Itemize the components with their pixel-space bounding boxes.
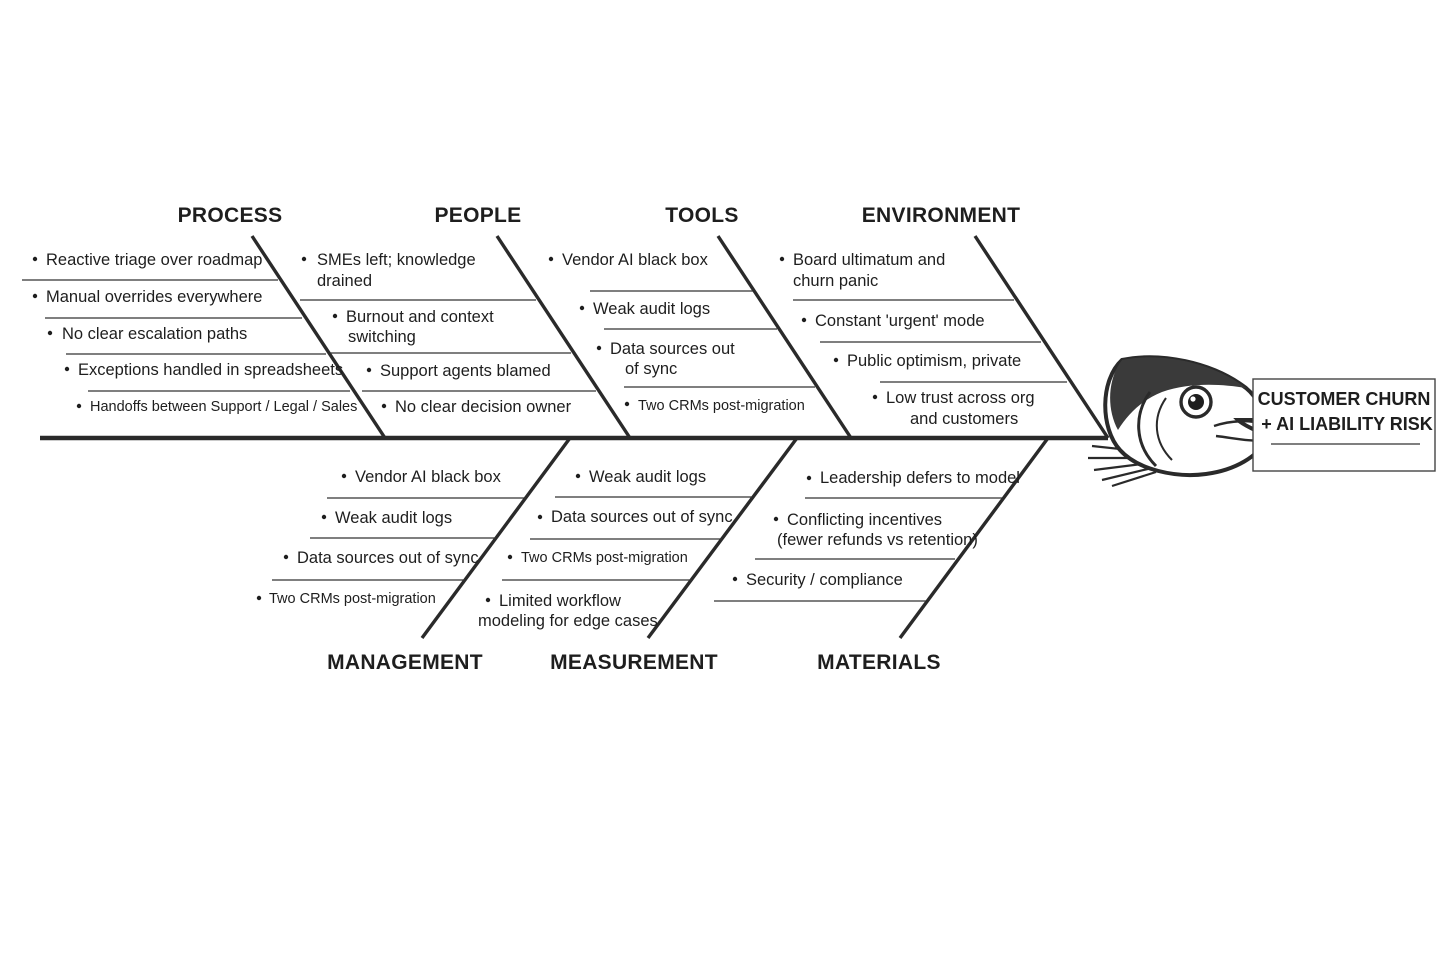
- svg-text:Two CRMs post-migration: Two CRMs post-migration: [638, 398, 805, 414]
- svg-text:modeling for edge cases: modeling for edge cases: [478, 612, 658, 630]
- svg-text:Manual overrides everywhere: Manual overrides everywhere: [46, 288, 262, 306]
- category-label-people: PEOPLE: [435, 204, 522, 227]
- svg-text:Board ultimatum and: Board ultimatum and: [793, 251, 945, 269]
- svg-text:churn panic: churn panic: [793, 272, 878, 290]
- cause-management-2: Weak audit logs: [322, 509, 452, 527]
- svg-text:Security / compliance: Security / compliance: [746, 571, 903, 589]
- cause-management-3: Data sources out of sync: [284, 549, 479, 567]
- svg-text:of sync: of sync: [625, 360, 677, 378]
- cause-process-4: Exceptions handled in spreadsheets: [65, 361, 343, 379]
- cause-tools-4: Two CRMs post-migration: [625, 398, 805, 414]
- category-label-materials: MATERIALS: [817, 651, 941, 674]
- cause-measurement-4: Limited workflow modeling for edge cases: [478, 592, 658, 630]
- cause-tools-1: Vendor AI black box: [549, 251, 709, 269]
- cause-environment-2: Constant 'urgent' mode: [802, 312, 985, 330]
- effect-line-2: + AI LIABILITY RISK: [1261, 414, 1433, 434]
- svg-text:Low trust across org: Low trust across org: [886, 389, 1035, 407]
- cause-process-1: Reactive triage over roadmap: [33, 251, 263, 269]
- cause-people-2: Burnout and context switching: [333, 308, 494, 346]
- cause-environment-1: Board ultimatum and churn panic: [780, 251, 945, 290]
- cause-environment-4: Low trust across org and customers: [873, 389, 1035, 428]
- svg-text:Weak audit logs: Weak audit logs: [589, 468, 706, 486]
- svg-text:Support agents blamed: Support agents blamed: [380, 362, 551, 380]
- svg-text:Data sources out of sync: Data sources out of sync: [297, 549, 479, 567]
- svg-text:No clear decision owner: No clear decision owner: [395, 398, 572, 416]
- svg-text:Data sources out: Data sources out: [610, 340, 735, 358]
- cause-measurement-3: Two CRMs post-migration: [508, 550, 688, 566]
- svg-text:Two CRMs post-migration: Two CRMs post-migration: [269, 591, 436, 607]
- svg-text:(fewer refunds vs retention): (fewer refunds vs retention): [777, 531, 978, 549]
- svg-text:No clear escalation paths: No clear escalation paths: [62, 325, 247, 343]
- cause-people-3: Support agents blamed: [367, 362, 551, 380]
- cause-environment-3: Public optimism, private: [834, 352, 1021, 370]
- svg-text:Data sources out of sync: Data sources out of sync: [551, 508, 733, 526]
- cause-measurement-1: Weak audit logs: [576, 468, 706, 486]
- svg-text:switching: switching: [348, 328, 416, 346]
- cause-process-2: Manual overrides everywhere: [33, 288, 263, 306]
- cause-materials-3: Security / compliance: [733, 571, 903, 589]
- svg-text:Two CRMs post-migration: Two CRMs post-migration: [521, 550, 688, 566]
- cause-measurement-2: Data sources out of sync: [538, 508, 733, 526]
- svg-text:Weak audit logs: Weak audit logs: [335, 509, 452, 527]
- svg-text:Vendor AI black box: Vendor AI black box: [562, 251, 709, 269]
- cause-process-5: Handoffs between Support / Legal / Sales: [77, 399, 358, 415]
- cause-people-1: SMEs left; knowledge drained: [302, 251, 476, 290]
- bone-environment: [975, 236, 1108, 438]
- svg-text:Exceptions handled in spreadsh: Exceptions handled in spreadsheets: [78, 361, 343, 379]
- svg-text:SMEs left; knowledge: SMEs left; knowledge: [317, 251, 476, 269]
- cause-management-4: Two CRMs post-migration: [257, 591, 436, 607]
- cause-people-4: No clear decision owner: [382, 398, 572, 416]
- svg-text:Conflicting incentives: Conflicting incentives: [787, 511, 942, 529]
- svg-text:Reactive triage over roadmap: Reactive triage over roadmap: [46, 251, 262, 269]
- category-label-process: PROCESS: [178, 204, 283, 227]
- category-label-tools: TOOLS: [665, 204, 738, 227]
- cause-tools-3: Data sources out of sync: [597, 340, 735, 378]
- svg-text:Burnout and context: Burnout and context: [346, 308, 494, 326]
- svg-text:Constant 'urgent' mode: Constant 'urgent' mode: [815, 312, 985, 330]
- svg-text:Weak audit logs: Weak audit logs: [593, 300, 710, 318]
- category-label-management: MANAGEMENT: [327, 651, 483, 674]
- svg-text:Leadership defers to model: Leadership defers to model: [820, 469, 1020, 487]
- fish-head-icon: [1088, 357, 1266, 486]
- category-label-measurement: MEASUREMENT: [550, 651, 718, 674]
- category-label-environment: ENVIRONMENT: [862, 204, 1020, 227]
- svg-text:drained: drained: [317, 272, 372, 290]
- cause-management-1: Vendor AI black box: [342, 468, 502, 486]
- cause-materials-1: Leadership defers to model: [807, 469, 1020, 487]
- cause-materials-2: Conflicting incentives (fewer refunds vs…: [774, 511, 978, 549]
- cause-tools-2: Weak audit logs: [580, 300, 710, 318]
- svg-text:Handoffs between Support / Leg: Handoffs between Support / Legal / Sales: [90, 399, 357, 415]
- effect-line-1: CUSTOMER CHURN: [1258, 389, 1431, 409]
- effect-box: CUSTOMER CHURN + AI LIABILITY RISK: [1253, 379, 1435, 471]
- cause-process-3: No clear escalation paths: [48, 325, 247, 343]
- svg-text:Vendor AI black box: Vendor AI black box: [355, 468, 502, 486]
- svg-text:and customers: and customers: [910, 410, 1018, 428]
- svg-text:Limited workflow: Limited workflow: [499, 592, 621, 610]
- svg-text:Public optimism, private: Public optimism, private: [847, 352, 1021, 370]
